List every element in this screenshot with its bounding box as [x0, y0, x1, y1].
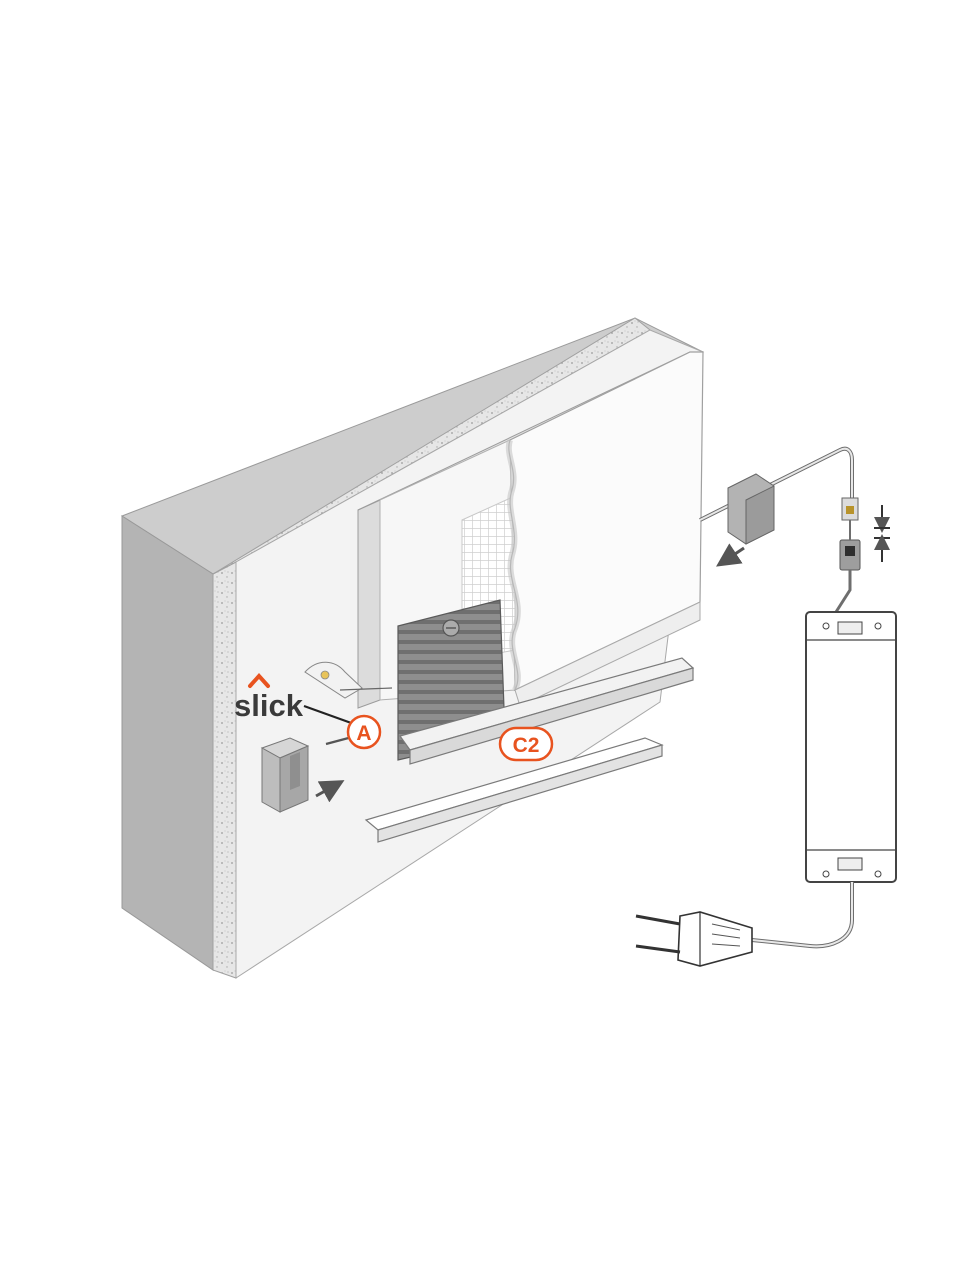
wall-side-face [121, 515, 214, 971]
cable-clip [727, 473, 775, 545]
diffuser-strip [364, 737, 664, 843]
panel-edge [357, 499, 381, 709]
led-driver-body [805, 611, 897, 883]
callout-c2: C2 [498, 726, 554, 762]
callout-c2-label: C2 [513, 734, 540, 757]
brand-accent [248, 673, 270, 688]
diffuser-strip-front [377, 744, 663, 843]
insert-arrow-icon [315, 780, 345, 803]
concrete-edge-vertical [212, 561, 237, 979]
wiring [635, 446, 897, 967]
brand-logo: slick [234, 673, 304, 723]
callout-a: A [346, 714, 382, 750]
profile-c2 [399, 657, 695, 765]
callout-a-leader [303, 704, 355, 726]
push-arrow-icon [716, 543, 745, 567]
led-driver [805, 611, 897, 883]
end-cap-body [261, 747, 281, 813]
profile-c2-front [409, 667, 694, 765]
end-cap [260, 737, 310, 813]
callout-a-label: A [356, 722, 371, 745]
mains-cable [751, 882, 854, 949]
plug-icon [635, 911, 753, 967]
connect-arrows-icon [874, 505, 890, 562]
brand-logo-text: slick [234, 688, 304, 723]
